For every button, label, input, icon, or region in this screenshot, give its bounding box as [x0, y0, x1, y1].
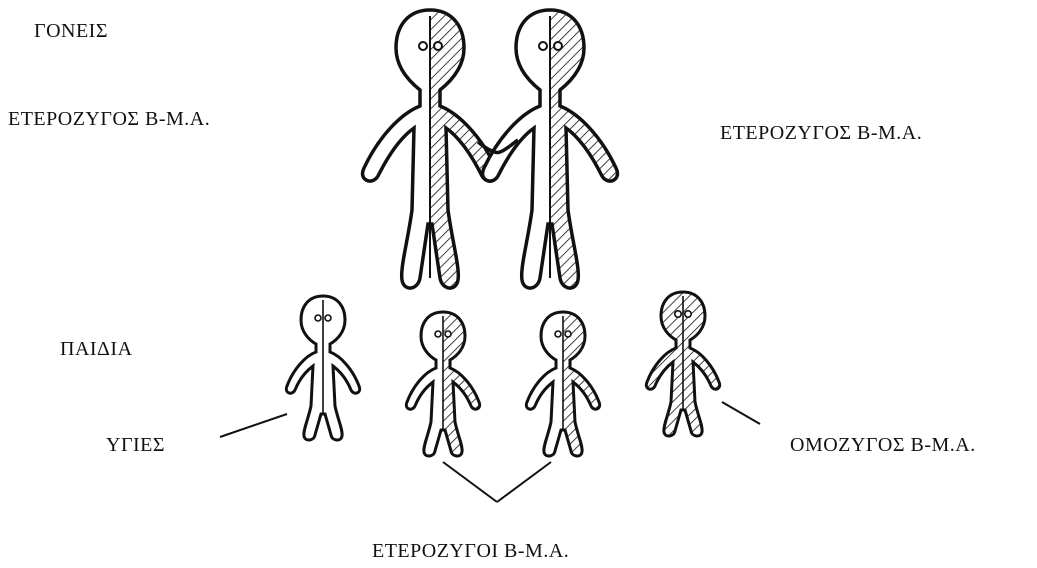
heterozygous-bracket-right	[497, 462, 551, 502]
children-label: ΠΑΙΔΙΑ	[60, 338, 133, 361]
homozygous-label: ΟΜΟΖΥΓΟΣ Β-Μ.Α.	[790, 434, 976, 457]
child-figure-homozygous	[646, 292, 719, 436]
child-figure-healthy	[286, 296, 359, 440]
parent-figure-left	[363, 10, 498, 288]
child-figure-heterozygous-2	[526, 312, 599, 456]
homozygous-pointer-line	[722, 402, 760, 424]
parent-right-genotype-label: ΕΤΕΡΟΖΥΓΟΣ Β-Μ.Α.	[720, 122, 922, 145]
parent-left-genotype-label: ΕΤΕΡΟΖΥΓΟΣ Β-Μ.Α.	[8, 108, 210, 131]
healthy-pointer-line	[220, 414, 287, 437]
parents-label: ΓΟΝΕΙΣ	[34, 20, 108, 43]
heterozygous-bracket-left	[443, 462, 497, 502]
healthy-label: ΥΓΙΕΣ	[106, 434, 165, 457]
heterozygous-children-label: ΕΤΕΡΟΖΥΓΟΙ Β-Μ.Α.	[372, 540, 569, 563]
child-figure-heterozygous-1	[406, 312, 479, 456]
